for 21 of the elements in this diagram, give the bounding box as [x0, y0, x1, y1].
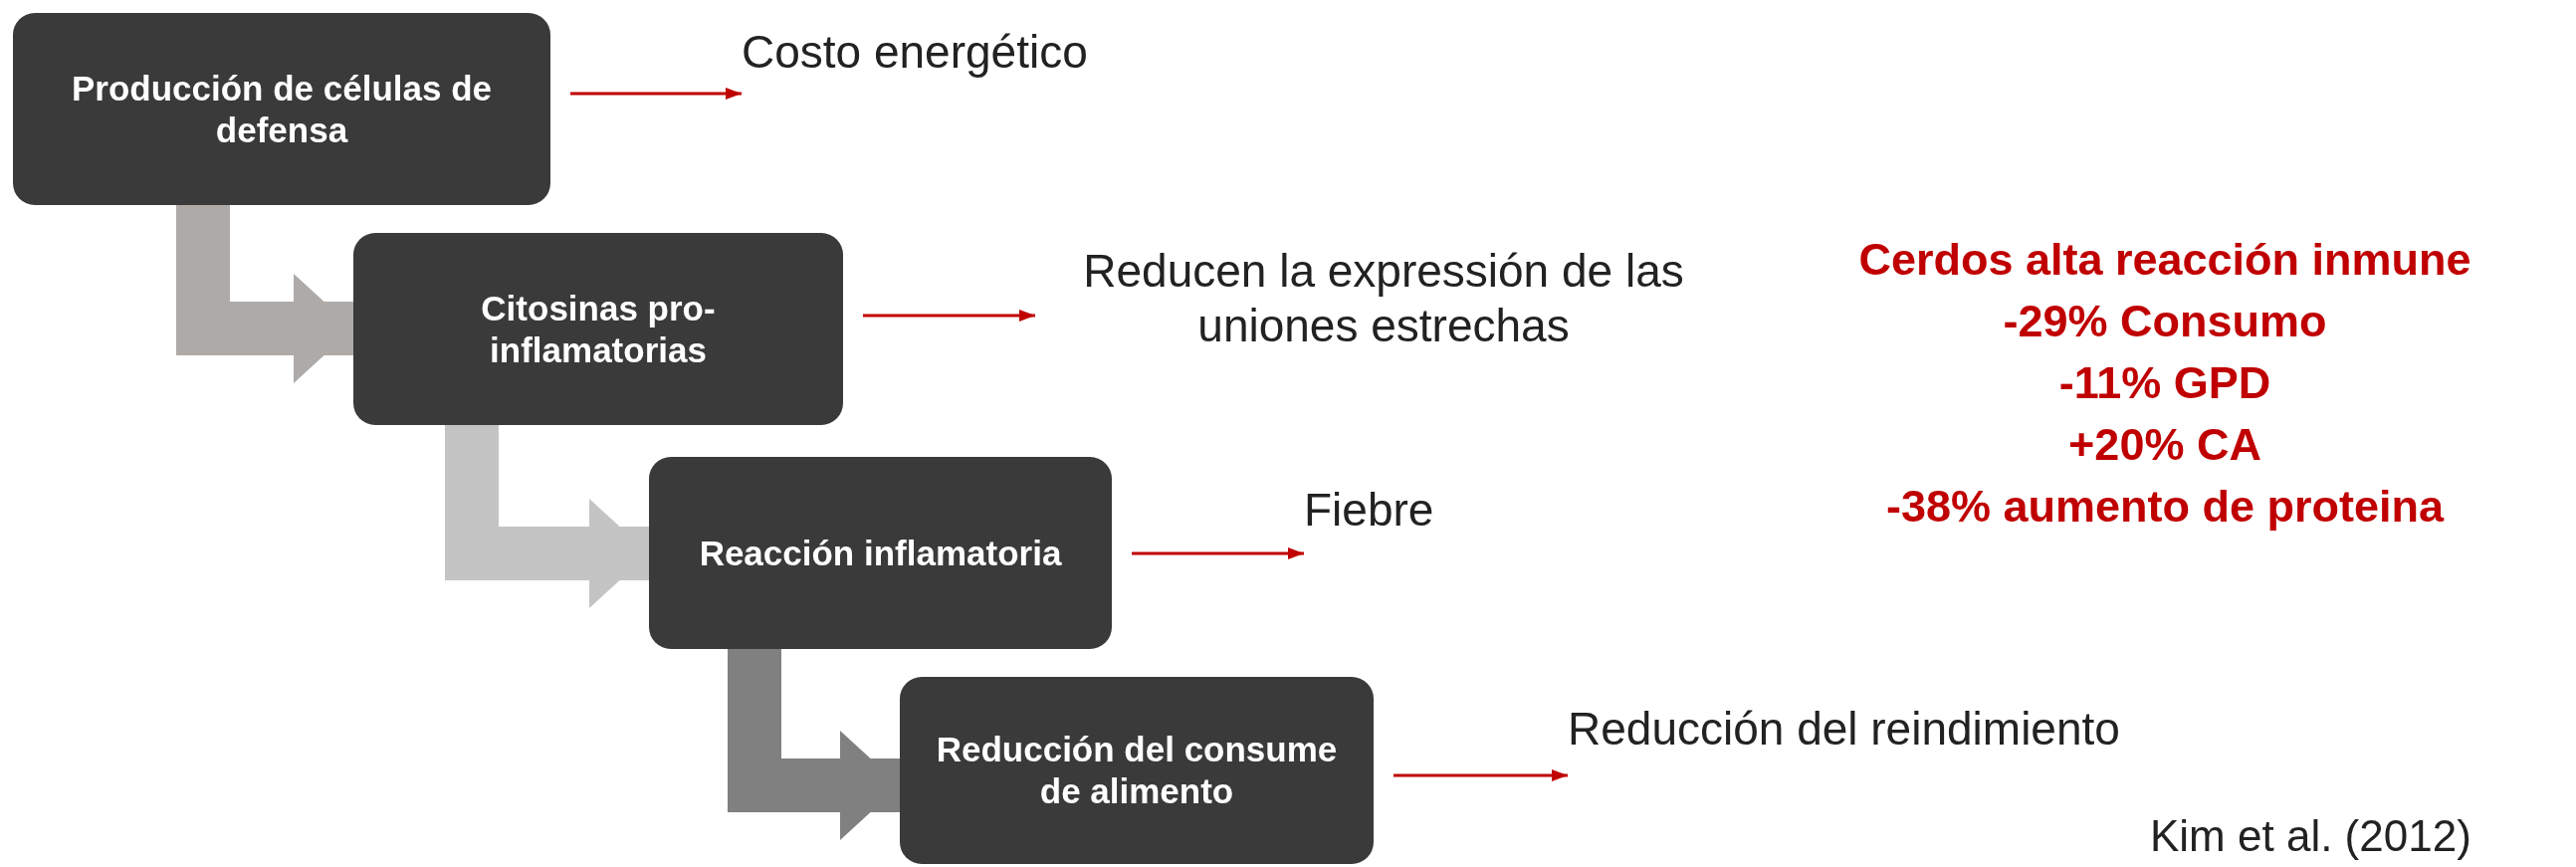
- arrow: [1132, 547, 1304, 559]
- highlight-text: -29% Consumo: [2002, 296, 2328, 347]
- highlight-text: Cerdos alta reacción inmune: [1857, 234, 2472, 286]
- highlight-text: -11% GPD: [2057, 357, 2272, 409]
- process-box: Reacción inflamatoria: [649, 457, 1112, 649]
- highlight-text: +20% CA: [2067, 419, 2262, 471]
- result-text: Fiebre: [1304, 483, 1503, 562]
- bent-arrow: [445, 425, 649, 608]
- process-box: Citosinas pro-inflamatorias: [353, 233, 843, 425]
- arrow: [863, 310, 1035, 322]
- highlight-text: -38% aumento de proteina: [1884, 481, 2446, 533]
- arrow: [1394, 769, 1568, 781]
- bent-arrow: [176, 205, 353, 383]
- process-box: Producción de células de defensa: [13, 13, 550, 205]
- bent-arrow: [728, 649, 900, 840]
- arrow: [570, 88, 742, 100]
- citation: Kim et al. (2012): [2150, 811, 2471, 861]
- process-box: Reducción del consume de alimento: [900, 677, 1374, 864]
- result-text: Reducen la expressión de las uniones estrechas: [1035, 244, 1732, 363]
- result-text: Costo energético: [742, 25, 1160, 105]
- result-text: Reducción del reindimiento: [1568, 702, 2284, 786]
